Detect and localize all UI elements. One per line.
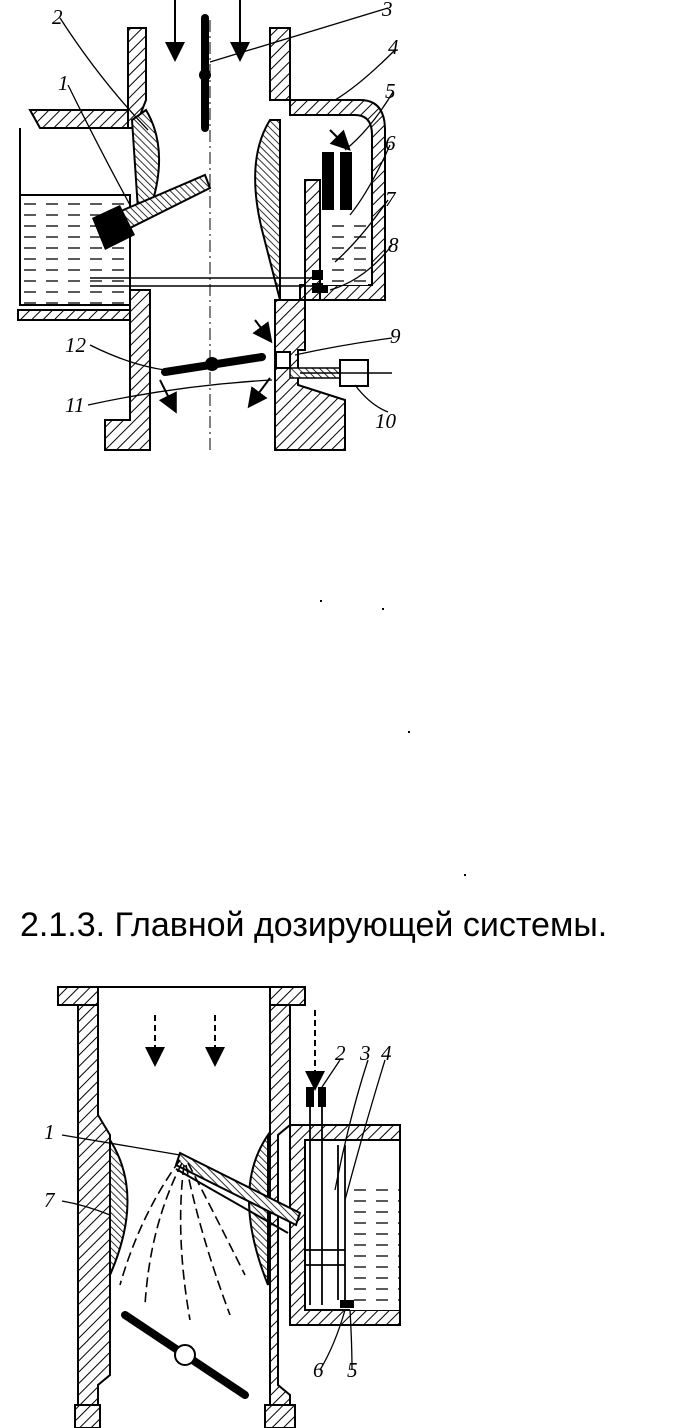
label-7: 7	[44, 1188, 56, 1212]
carburetor-idle-system-diagram: 2 1 3 4 5 6 7 8 9 10 11 12	[17, 0, 401, 451]
scan-speck	[320, 600, 322, 602]
air-flow-arrows	[145, 1010, 325, 1091]
label-5: 5	[385, 79, 396, 103]
diffuser	[109, 1131, 269, 1286]
label-2: 2	[52, 5, 63, 29]
label-4: 4	[388, 35, 399, 59]
label-6: 6	[385, 131, 396, 155]
scan-speck	[382, 608, 384, 610]
label-2: 2	[335, 1041, 346, 1065]
section-heading: 2.1.3. Главной дозирующей системы.	[20, 906, 608, 944]
label-7: 7	[385, 187, 397, 211]
idle-adjust-screw	[275, 351, 392, 387]
main-nozzle	[174, 1151, 302, 1234]
emulsion-well	[305, 1107, 346, 1305]
nozzle	[92, 173, 212, 250]
label-8: 8	[388, 233, 399, 257]
air-flow-arrows	[158, 0, 351, 414]
label-5: 5	[347, 1358, 358, 1382]
idle-jets	[312, 152, 368, 293]
label-12: 12	[65, 333, 87, 357]
throttle-valve	[161, 353, 266, 376]
scan-speck	[464, 874, 466, 876]
label-1: 1	[44, 1120, 55, 1144]
label-3: 3	[359, 1041, 371, 1065]
label-10: 10	[375, 409, 397, 433]
fuel-float-chamber	[350, 1180, 400, 1310]
fuel-spray	[119, 1159, 246, 1321]
label-3: 3	[381, 0, 393, 21]
label-4: 4	[381, 1041, 392, 1065]
label-6: 6	[313, 1358, 324, 1382]
label-1: 1	[58, 71, 69, 95]
label-11: 11	[65, 393, 84, 417]
air-choke-valve	[199, 14, 211, 132]
throttle-valve	[121, 1311, 249, 1399]
main-body	[17, 27, 386, 451]
label-9: 9	[390, 324, 401, 348]
main-metering-system-diagram: 1 7 2 3 4 6 5	[44, 986, 401, 1428]
scan-speck	[408, 731, 410, 733]
